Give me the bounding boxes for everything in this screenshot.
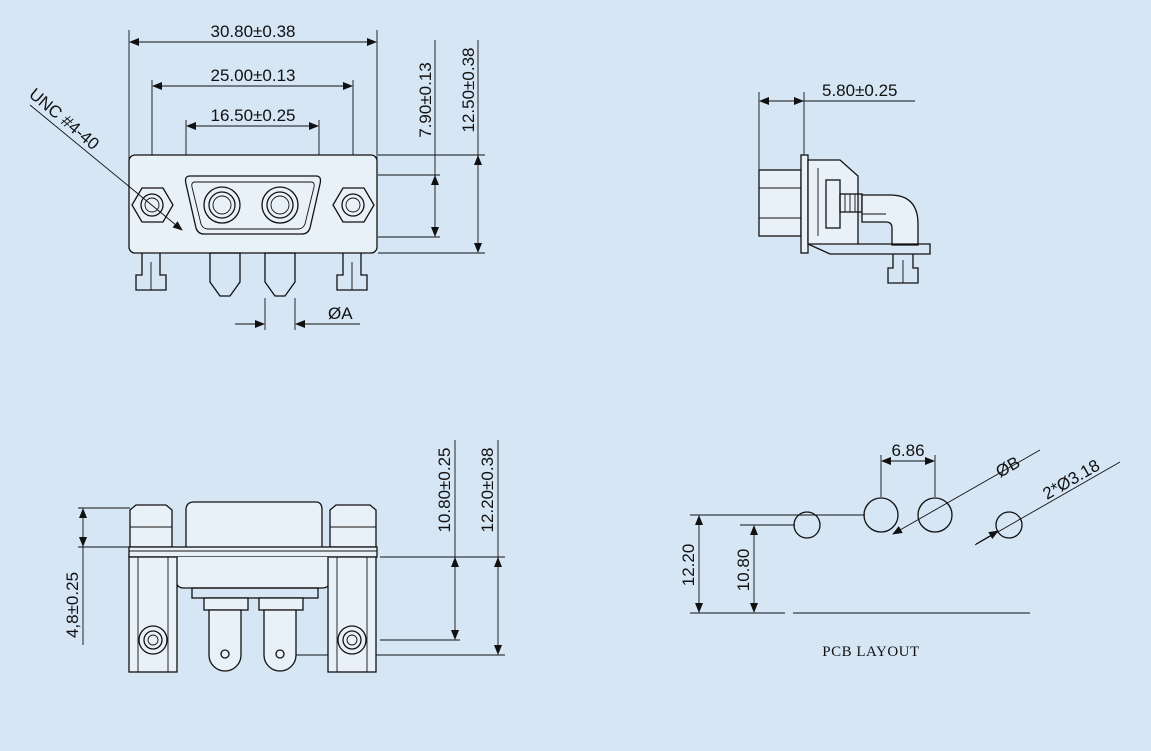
dim-height-2: 12.20±0.38 <box>478 448 497 533</box>
dim-flange-height: 4,8±0.25 <box>63 572 82 638</box>
dim-shell-height: 7.90±0.13 <box>416 62 435 138</box>
thread-label: UNC #4-40 <box>25 85 102 154</box>
front-view: 30.80±0.38 25.00±0.13 16.50±0.25 7.90±0.… <box>25 22 485 330</box>
dim-contact-spacing: 16.50±0.25 <box>211 106 296 125</box>
dim-height-1: 10.80±0.25 <box>435 448 454 533</box>
side-view: 5.80±0.25 <box>758 81 931 284</box>
dim-mount-holes: 2*Ø3.18 <box>1040 456 1104 504</box>
dim-overall-height: 12.50±0.38 <box>459 48 478 133</box>
dim-row-height-2: 10.80 <box>734 549 753 592</box>
dim-overall-width: 30.80±0.38 <box>211 22 296 41</box>
pcb-layout: 12.20 10.80 6.86 ØB 2*Ø3.18 PCB LAYOUT <box>679 441 1121 660</box>
bottom-view: 10.80±0.25 12.20±0.38 4,8±0.25 <box>63 440 505 673</box>
dim-pin-diameter: ØA <box>328 304 353 323</box>
pcb-layout-title: PCB LAYOUT <box>822 644 919 660</box>
dim-hole-pitch: 6.86 <box>891 441 924 460</box>
dim-mount-spacing: 25.00±0.13 <box>211 66 296 85</box>
dim-row-height-1: 12.20 <box>679 544 698 587</box>
dim-offset: 5.80±0.25 <box>822 81 898 100</box>
dim-hole-diameter: ØB <box>993 453 1024 482</box>
